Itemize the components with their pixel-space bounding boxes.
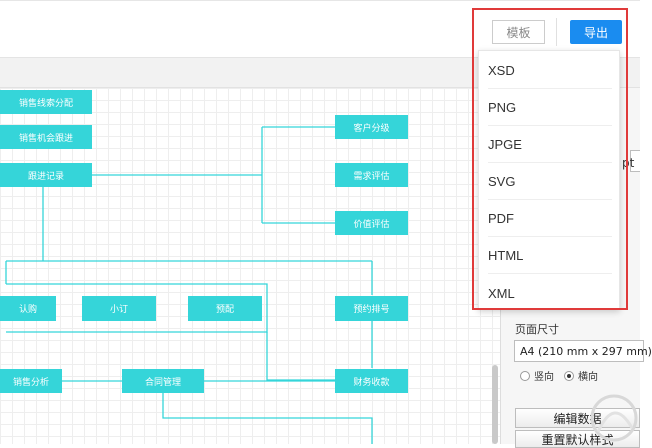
export-option-jpge[interactable]: JPGE	[488, 127, 612, 163]
node-pre-allocate[interactable]: 预配	[188, 296, 262, 321]
orientation-landscape[interactable]: 横向	[564, 368, 598, 383]
orientation-options: 竖向 横向	[520, 368, 608, 383]
watermark-logo	[590, 394, 638, 442]
portrait-label: 竖向	[534, 372, 554, 383]
export-button[interactable]: 导出	[570, 20, 622, 44]
template-button[interactable]: 模板	[492, 20, 545, 44]
export-option-png[interactable]: PNG	[488, 90, 612, 126]
page-size-label: 页面尺寸	[515, 323, 559, 336]
export-option-xsd[interactable]: XSD	[488, 53, 612, 89]
header-divider	[556, 18, 557, 46]
node-demand-eval[interactable]: 需求评估	[335, 163, 408, 187]
export-option-svg[interactable]: SVG	[488, 164, 612, 200]
diagram-connectors	[5, 126, 373, 444]
node-sales-opportunity[interactable]: 销售机会跟进	[0, 125, 92, 149]
edit-data-button[interactable]: 编辑数据	[515, 408, 640, 428]
node-subscribe[interactable]: 认购	[0, 296, 56, 321]
export-dropdown: XSD PNG JPGE SVG PDF HTML XML	[478, 50, 620, 310]
panel-clipped-text: pt	[622, 156, 635, 170]
node-finance-receipt[interactable]: 财务收款	[335, 369, 408, 393]
export-option-xml[interactable]: XML	[488, 285, 515, 301]
page-size-select[interactable]: A4 (210 mm x 297 mm)	[514, 340, 652, 362]
landscape-label: 横向	[578, 372, 598, 383]
node-sales-analysis[interactable]: 销售分析	[0, 369, 62, 393]
panel-clipped-input[interactable]	[630, 150, 640, 172]
orientation-portrait[interactable]: 竖向	[520, 368, 554, 383]
node-sales-clue[interactable]: 销售线索分配	[0, 90, 92, 114]
landscape-radio[interactable]	[564, 370, 574, 381]
node-small-order[interactable]: 小订	[82, 296, 156, 321]
panel-scrollbar[interactable]	[492, 365, 498, 444]
portrait-radio[interactable]	[520, 370, 530, 381]
node-follow-record[interactable]: 跟进记录	[0, 163, 92, 187]
diagram-canvas[interactable]: 销售线索分配 销售机会跟进 跟进记录 客户分级 需求评估 价值评估 认购 小订 …	[0, 88, 500, 444]
node-reserve-number[interactable]: 预约排号	[335, 296, 408, 321]
node-contract-mgmt[interactable]: 合同管理	[122, 369, 204, 393]
node-value-eval[interactable]: 价值评估	[335, 211, 408, 235]
export-option-html[interactable]: HTML	[488, 238, 612, 274]
reset-style-button[interactable]: 重置默认样式	[515, 430, 640, 448]
export-option-pdf[interactable]: PDF	[488, 201, 612, 237]
node-customer-grade[interactable]: 客户分级	[335, 115, 408, 139]
